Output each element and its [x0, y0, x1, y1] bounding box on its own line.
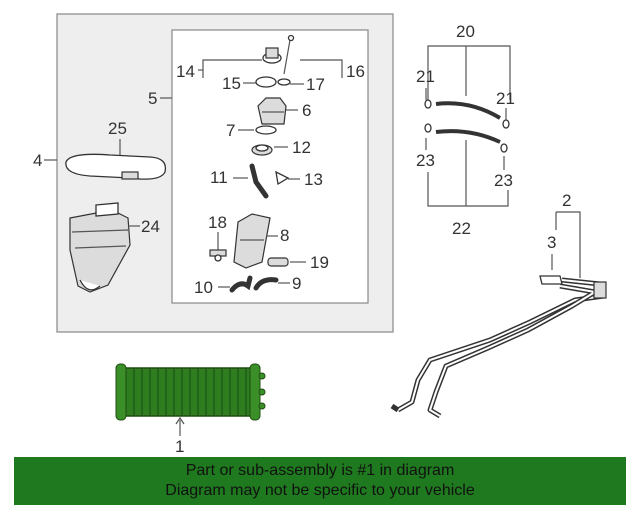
part-cap-top[interactable]: [262, 34, 295, 75]
callout-21b[interactable]: 21: [496, 89, 515, 108]
part-12-gasket[interactable]: [251, 144, 273, 156]
part-7-oring[interactable]: [255, 125, 277, 135]
part-24-reservoir[interactable]: [69, 202, 131, 293]
callout-5[interactable]: 5: [148, 89, 157, 108]
part-19-hose[interactable]: [267, 257, 289, 267]
callout-14[interactable]: 14: [176, 62, 195, 81]
callout-19[interactable]: 19: [310, 253, 329, 272]
callout-25[interactable]: 25: [108, 119, 127, 138]
part-18-fitting[interactable]: [209, 249, 227, 262]
part-1-oil-cooler[interactable]: [115, 363, 266, 421]
callout-8[interactable]: 8: [280, 226, 289, 245]
callout-15[interactable]: 15: [222, 74, 241, 93]
callout-9[interactable]: 9: [292, 274, 301, 293]
part-6-housing[interactable]: [257, 97, 287, 125]
callout-10[interactable]: 10: [194, 278, 213, 297]
part-13-clip[interactable]: [275, 170, 290, 186]
part-11-pipe[interactable]: [249, 163, 269, 199]
part-2-cooler-lines[interactable]: [390, 275, 607, 419]
part-10-hose[interactable]: [229, 275, 253, 293]
callout-13[interactable]: 13: [304, 170, 323, 189]
info-banner: Part or sub-assembly is #1 in diagram Di…: [14, 457, 626, 505]
callout-11[interactable]: 11: [210, 168, 228, 187]
banner-line-1: Part or sub-assembly is #1 in diagram: [185, 462, 455, 479]
callout-17[interactable]: 17: [306, 75, 325, 94]
banner-line-2: Diagram may not be specific to your vehi…: [165, 482, 475, 499]
part-15-seal[interactable]: [255, 76, 277, 88]
part-20-hoses[interactable]: [424, 99, 510, 153]
callout-18[interactable]: 18: [208, 213, 227, 232]
callout-22[interactable]: 22: [452, 219, 471, 238]
part-8-module[interactable]: [233, 213, 271, 269]
callout-23b[interactable]: 23: [494, 171, 513, 190]
callout-3[interactable]: 3: [547, 233, 556, 252]
part-17-clip[interactable]: [277, 78, 291, 86]
callout-4[interactable]: 4: [33, 151, 42, 170]
callout-16[interactable]: 16: [346, 62, 365, 81]
callout-12[interactable]: 12: [292, 138, 311, 157]
callout-1[interactable]: 1: [175, 437, 184, 456]
callout-7[interactable]: 7: [226, 121, 235, 140]
part-9-hose[interactable]: [253, 277, 279, 291]
callout-20[interactable]: 20: [456, 22, 475, 41]
callout-2[interactable]: 2: [562, 191, 571, 210]
callout-24[interactable]: 24: [141, 217, 160, 236]
callout-6[interactable]: 6: [302, 101, 311, 120]
callout-23a[interactable]: 23: [416, 151, 435, 170]
part-25-hose[interactable]: [65, 153, 167, 180]
callout-21a[interactable]: 21: [416, 67, 435, 86]
